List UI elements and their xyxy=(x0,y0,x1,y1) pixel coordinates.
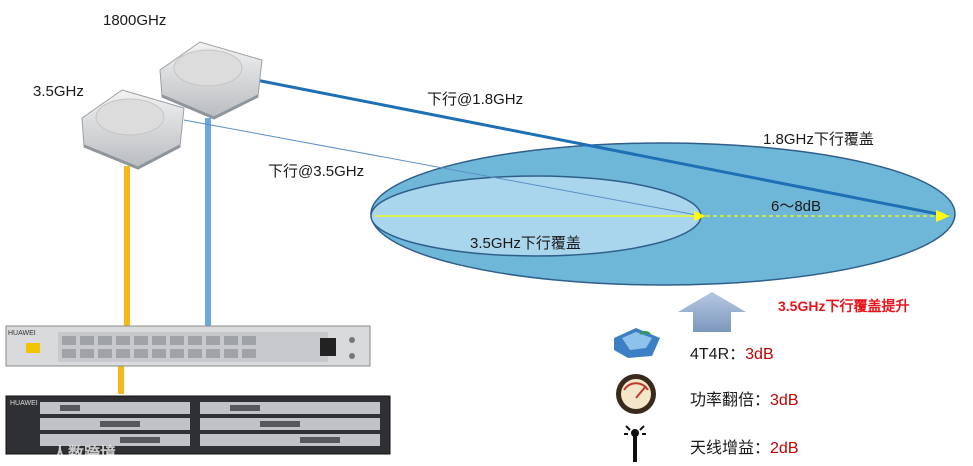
gain-value: 2dB xyxy=(770,440,799,457)
fiber-yellow xyxy=(124,166,130,326)
fiber-blue xyxy=(205,118,211,326)
power-meter-icon xyxy=(616,374,656,414)
fiber-yellow-lower xyxy=(118,366,124,394)
gain-name: 4T4R： xyxy=(690,346,746,363)
downlink-1800-label: 下行@1.8GHz xyxy=(427,91,524,108)
coverage-3500-label: 3.5GHz下行覆盖 xyxy=(470,235,581,252)
watermark-text: 人数跨境 xyxy=(52,446,117,463)
gain-name: 功率翻倍： xyxy=(690,392,771,409)
gain-gap-label: 6～8dB xyxy=(771,198,822,215)
gain-row-4t4r: 4T4R：3dB xyxy=(690,340,774,364)
arrow-head-outer xyxy=(936,210,950,222)
coverage-1800-label: 1.8GHz下行覆盖 xyxy=(763,131,874,148)
radio-unit-3500-label: 3.5GHz xyxy=(33,83,84,100)
downlink-3500-label: 下行@3.5GHz xyxy=(268,163,365,180)
gain-row-power: 功率翻倍：3dB xyxy=(690,386,798,410)
baseband-unit-top xyxy=(5,325,371,367)
improvement-title: 3.5GHz下行覆盖提升 xyxy=(778,298,910,314)
brand-label-bottom: HUAWEI xyxy=(10,400,38,407)
gain-row-antenna: 天线增益：2dB xyxy=(690,434,798,458)
downlink-3500-line xyxy=(183,119,703,217)
improvement-arrow xyxy=(678,292,746,332)
downlink-1800-line xyxy=(255,78,949,218)
gain-value: 3dB xyxy=(770,392,799,409)
radio-unit-1800 xyxy=(159,41,263,120)
radio-unit-3500 xyxy=(81,89,185,170)
baseband-unit-bottom xyxy=(5,395,391,455)
arrow-head-inner xyxy=(694,211,706,221)
brand-label-top: HUAWEI xyxy=(8,330,36,337)
antenna-device-icon xyxy=(614,328,660,358)
antenna-tower-icon xyxy=(624,425,646,462)
gain-name: 天线增益： xyxy=(690,440,771,457)
radio-unit-1800-label: 1800GHz xyxy=(103,12,167,29)
gain-value: 3dB xyxy=(745,346,774,363)
